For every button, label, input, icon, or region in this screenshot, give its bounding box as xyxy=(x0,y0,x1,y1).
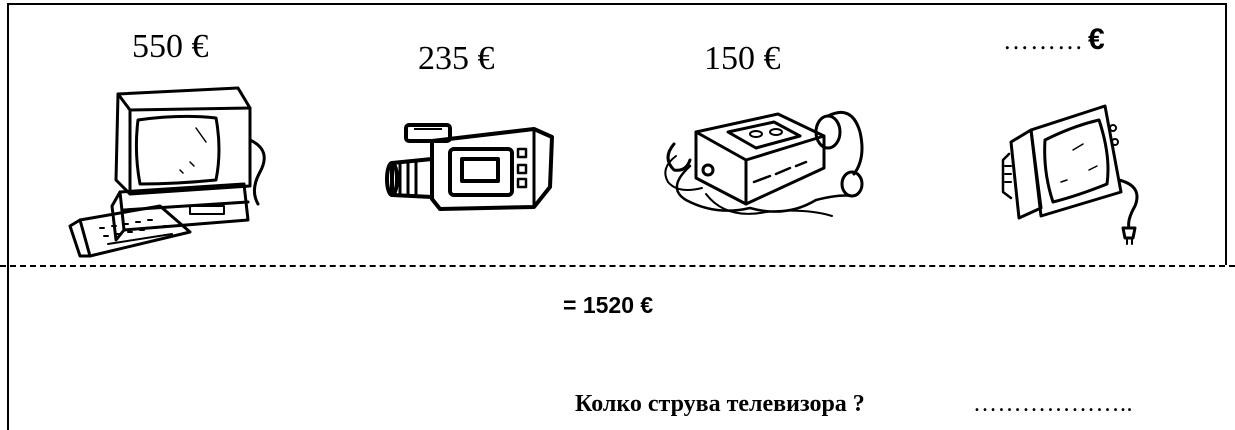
cassette-player-icon xyxy=(664,111,864,217)
answer-blank: ……………….. xyxy=(973,391,1133,417)
frame-top-border xyxy=(7,3,1226,5)
video-camera-price: 235 € xyxy=(418,40,495,77)
video-camera-icon xyxy=(385,123,554,211)
computer-price: 550 € xyxy=(132,28,209,65)
television-price-blank: ……… xyxy=(1003,26,1084,55)
television-price: ………€ xyxy=(1003,25,1105,55)
computer-icon xyxy=(68,86,266,258)
cassette-player-price: 150 € xyxy=(704,40,781,77)
total-sum: = 1520 € xyxy=(563,292,654,318)
dashed-divider xyxy=(0,265,1235,267)
television-icon xyxy=(1001,104,1139,245)
question-text: Колко струва телевизора ? xyxy=(575,391,865,417)
frame-right-border xyxy=(1225,3,1227,265)
television-price-currency: € xyxy=(1088,23,1105,56)
frame-left-border xyxy=(7,3,9,430)
